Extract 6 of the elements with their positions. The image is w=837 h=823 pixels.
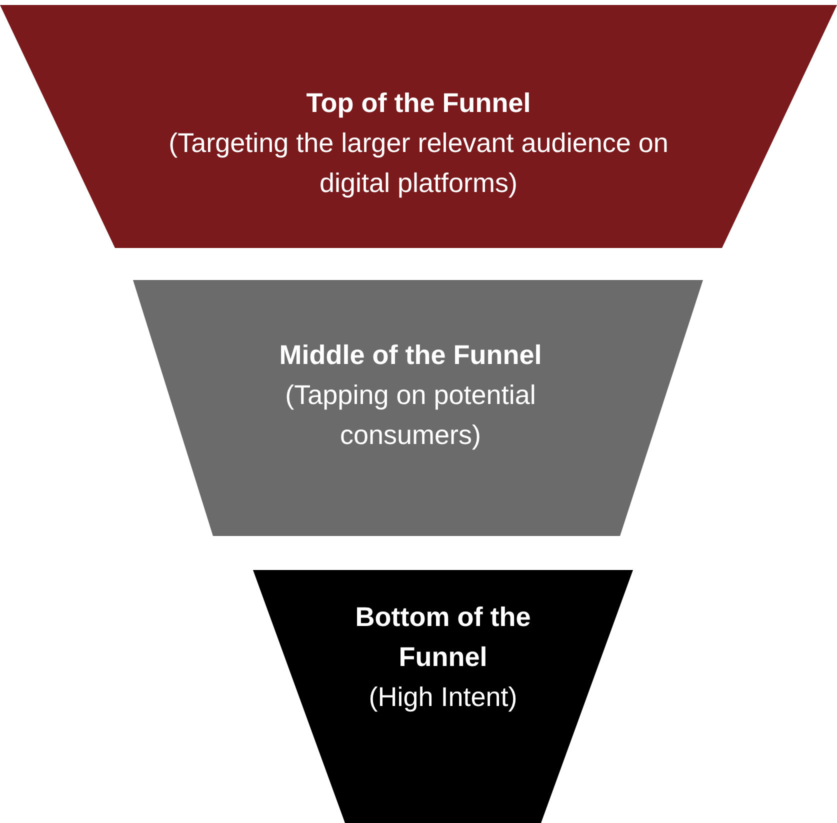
stage-description: (High Intent) (368, 681, 518, 714)
stage-description: (Targeting the larger relevant audience on digital platforms) (168, 127, 670, 200)
stage-heading: Middle of the Funnel (278, 339, 543, 372)
stage-heading: Top of the Funnel (305, 87, 532, 120)
stage-description: (Tapping on potential consumers) (284, 379, 537, 452)
stage-heading: Bottom of the Funnel (354, 601, 532, 674)
